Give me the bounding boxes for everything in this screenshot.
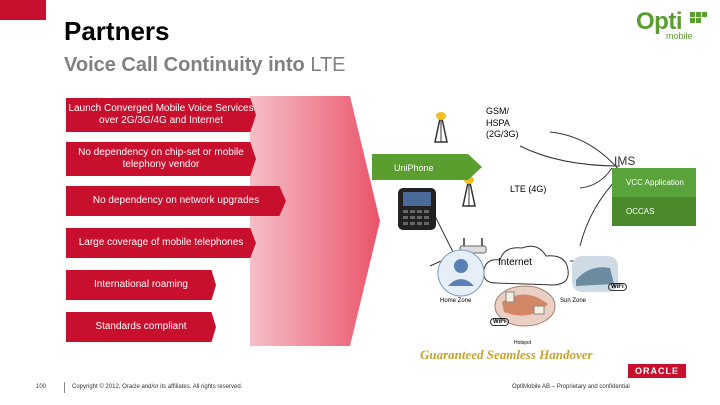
logo-squares-icon	[690, 12, 710, 26]
footer-divider	[64, 382, 65, 393]
benefit-banner-1: Launch Converged Mobile Voice Services o…	[66, 98, 256, 132]
wifi-badge-sun: WiFi	[608, 283, 627, 291]
ims-stack: VCC Application OCCAS	[612, 168, 696, 226]
large-arrow-graphic	[250, 96, 380, 346]
logo-opti-text: Opti	[636, 8, 683, 35]
footer-copyright: Copyright © 2012, Oracle and/or its affi…	[72, 384, 243, 390]
wifi-badge-hotspot: WiFi	[490, 318, 509, 326]
lte-label: LTE (4G)	[510, 184, 547, 194]
logo-mobile-text: mobile	[666, 31, 693, 41]
sun-zone-icon	[572, 256, 618, 292]
page-subtitle: Voice Call Continuity into LTE	[64, 54, 346, 77]
sun-zone-label: Sun Zone	[560, 298, 587, 304]
roaming-globe-icon	[494, 285, 556, 327]
top-red-bar	[0, 0, 46, 20]
home-zone-label: Home Zone	[440, 298, 472, 304]
page-title: Partners	[64, 16, 170, 46]
benefit-banner-6: Standards compliant	[66, 312, 216, 342]
vcc-application-box: VCC Application	[612, 168, 696, 197]
handover-text: Guaranteed Seamless Handover	[420, 347, 593, 362]
subtitle-bold: Voice Call Continuity into	[64, 54, 305, 76]
footer-proprietary: OptiMobile AB – Proprietary and confiden…	[512, 384, 630, 390]
ims-label: IMS	[614, 154, 636, 168]
hotspot-label: Hotspot	[514, 340, 532, 346]
optimobile-logo: Opti mobile	[636, 8, 712, 41]
oracle-logo: ORACLE	[628, 364, 686, 378]
occas-box: OCCAS	[612, 197, 696, 226]
benefit-banner-4: Large coverage of mobile telephones	[66, 228, 256, 258]
gsm-tower-icon	[434, 112, 448, 143]
benefit-banner-3: No dependency on network upgrades	[66, 186, 286, 216]
subtitle-light: LTE	[310, 54, 346, 76]
benefit-banner-2: No dependency on chip-set or mobile tele…	[66, 142, 256, 176]
benefit-banner-5: International roaming	[66, 270, 216, 300]
page-number: 100	[36, 384, 47, 390]
gsm-label: GSM/ HSPA (2G/3G)	[486, 106, 519, 140]
uniphone-label: UniPhone	[394, 163, 434, 173]
internet-label: Internet	[498, 257, 532, 268]
uniphone-arrow	[372, 154, 482, 180]
smartphone-icon	[398, 188, 436, 230]
home-zone-icon	[437, 249, 485, 297]
